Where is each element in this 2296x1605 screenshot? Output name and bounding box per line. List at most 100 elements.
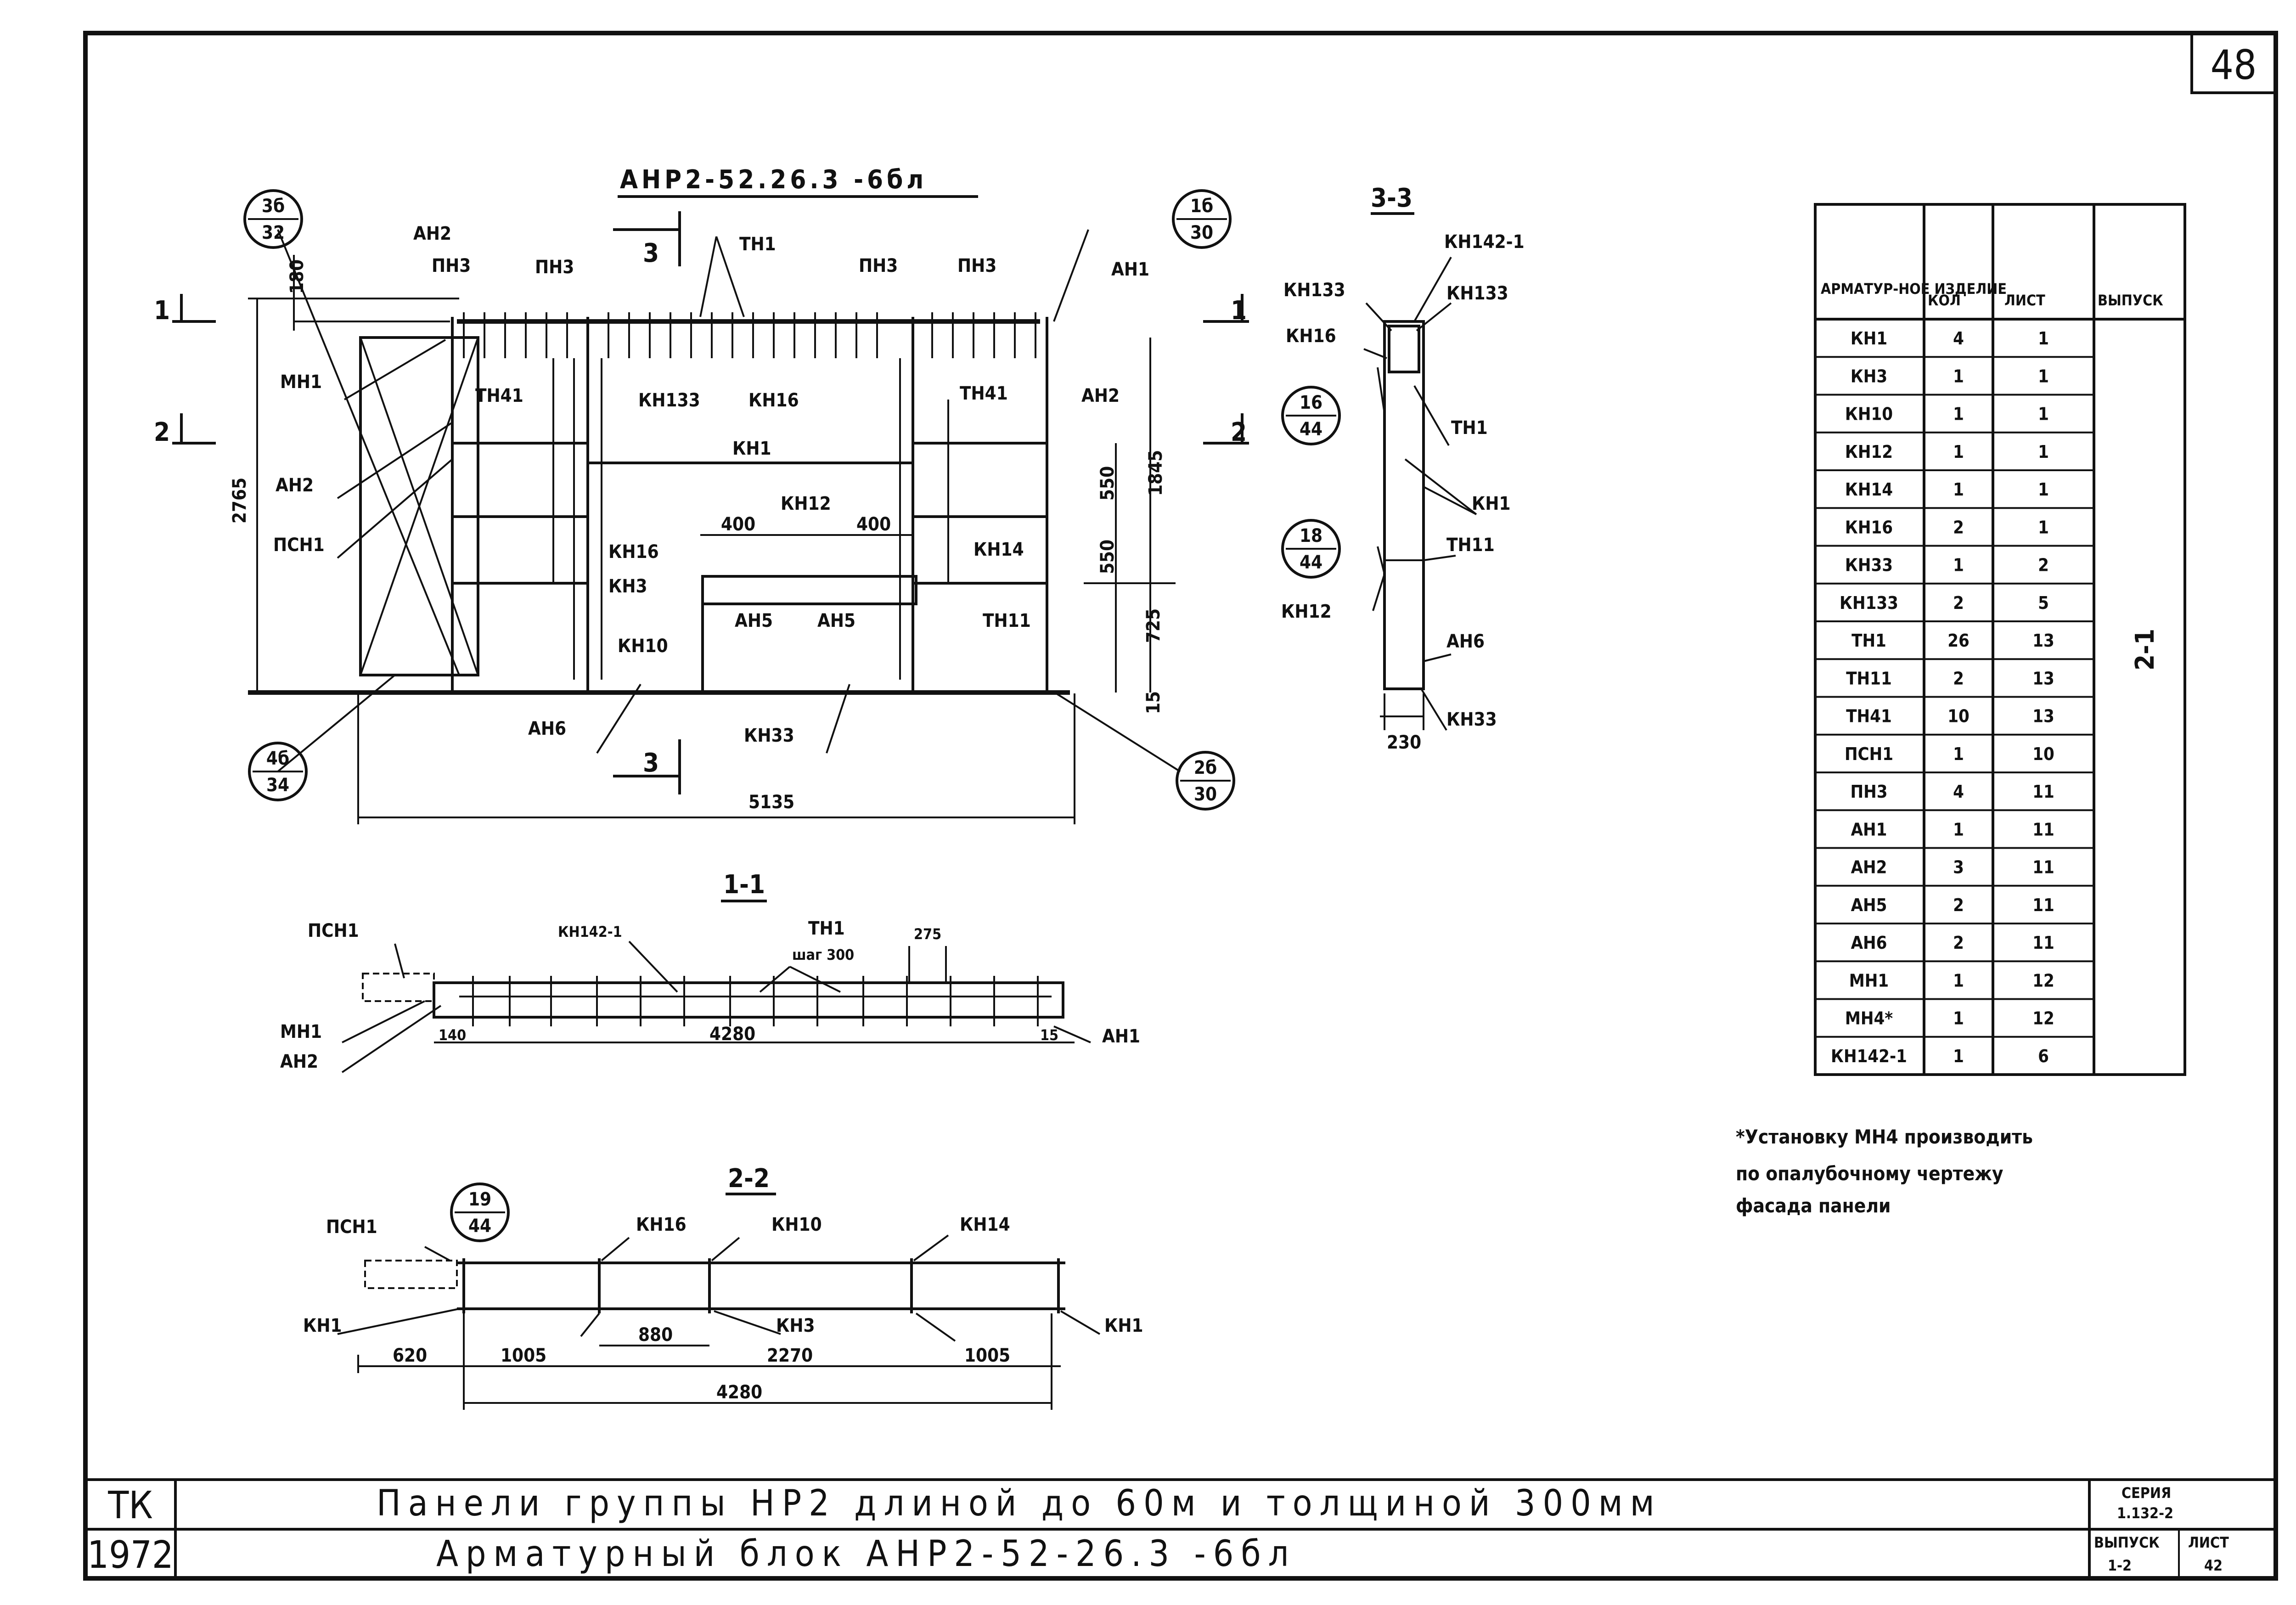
table-cell-product: ТН1 bbox=[1851, 631, 1886, 651]
organization-code: ТК bbox=[107, 1484, 152, 1527]
callout-top: 16 bbox=[1300, 392, 1322, 413]
dim-5135: 5135 bbox=[748, 792, 794, 813]
table-cell-qty: 1 bbox=[1953, 442, 1964, 462]
table-cell-qty: 1 bbox=[1953, 366, 1964, 386]
series-value: 1.132-2 bbox=[2117, 1504, 2173, 1522]
table-cell-list: 10 bbox=[2032, 744, 2054, 764]
label-ah6: АН6 bbox=[1446, 631, 1485, 652]
table-header-product: АРМАТУР-НОЕ ИЗДЕЛИЕ bbox=[1821, 280, 2007, 298]
label-kn16: КН16 bbox=[1286, 326, 1336, 347]
label-kn133: КН133 bbox=[1283, 280, 1345, 301]
label-ah2-top: АН2 bbox=[413, 223, 451, 244]
table-cell-qty: 1 bbox=[1953, 970, 1964, 991]
year: 1972 bbox=[87, 1533, 174, 1577]
table-cell-qty: 4 bbox=[1953, 782, 1964, 802]
label-kn142-1: КН142-1 bbox=[558, 923, 622, 940]
elevation-drawing bbox=[172, 211, 1249, 824]
label-ah2: АН2 bbox=[1081, 385, 1120, 406]
label-mn1: МН1 bbox=[280, 1021, 322, 1042]
dim-1005: 1005 bbox=[501, 1345, 546, 1366]
dim-880: 880 bbox=[638, 1324, 673, 1346]
label-kn16: КН16 bbox=[748, 390, 799, 411]
label-kn1: КН1 bbox=[1104, 1315, 1143, 1336]
dim-2765: 2765 bbox=[229, 478, 250, 524]
table-cell-product: ТН11 bbox=[1846, 668, 1892, 688]
dim-275: 275 bbox=[914, 925, 941, 943]
table-cell-qty: 1 bbox=[1953, 819, 1964, 839]
label-ah5: АН5 bbox=[735, 610, 773, 631]
table-cell-list: 11 bbox=[2032, 933, 2054, 953]
dim-15: 15 bbox=[1143, 691, 1164, 714]
label-kn10: КН10 bbox=[618, 636, 668, 657]
section-3-3-drawing bbox=[1281, 257, 1477, 731]
table-cell-product: КН142-1 bbox=[1831, 1046, 1907, 1066]
callout-top: 18 bbox=[1300, 525, 1322, 546]
callout-bottom: 30 bbox=[1194, 784, 1217, 805]
section-mark-2: 2 bbox=[154, 417, 170, 447]
label-pn3: ПН3 bbox=[957, 255, 996, 276]
table-cell-product: ТН41 bbox=[1846, 706, 1892, 726]
table-issue-value: 2-1 bbox=[2130, 629, 2160, 670]
table-cell-list: 1 bbox=[2038, 366, 2049, 386]
title-line-1: Панели группы НР2 длиной до 60м и толщин… bbox=[377, 1483, 1662, 1524]
label-kn133: КН133 bbox=[1446, 283, 1508, 304]
issue-value: 1-2 bbox=[2108, 1557, 2132, 1574]
label-psn1: ПСН1 bbox=[308, 920, 359, 941]
label-ah6: АН6 bbox=[528, 718, 566, 739]
table-cell-qty: 1 bbox=[1953, 555, 1964, 575]
label-kn12: КН12 bbox=[781, 493, 831, 514]
table-cell-product: КН3 bbox=[1851, 366, 1887, 386]
table-cell-product: МН4* bbox=[1845, 1008, 1893, 1029]
section-2-2-drawing bbox=[337, 1183, 1101, 1410]
table-cell-list: 1 bbox=[2038, 404, 2049, 424]
dim-725: 725 bbox=[1143, 608, 1164, 643]
section-2-2-title: 2-2 bbox=[728, 1164, 770, 1194]
table-cell-product: АН2 bbox=[1851, 857, 1887, 878]
issue-label: ВЫПУСК bbox=[2094, 1534, 2160, 1551]
table-header-list: ЛИСТ bbox=[2004, 292, 2045, 309]
callout-top: 3б bbox=[262, 196, 285, 217]
label-kn33: КН33 bbox=[1446, 709, 1497, 730]
label-th1: ТН1 bbox=[1451, 417, 1488, 439]
label-ah1: АН1 bbox=[1111, 259, 1149, 280]
label-th11: ТН11 bbox=[983, 610, 1031, 631]
table-cell-list: 6 bbox=[2038, 1046, 2049, 1066]
callout-bottom: 44 bbox=[468, 1216, 491, 1237]
table-cell-product: КН12 bbox=[1845, 442, 1893, 462]
dim-4280: 4280 bbox=[709, 1024, 755, 1045]
label-kn14: КН14 bbox=[974, 539, 1024, 560]
label-kn16: КН16 bbox=[636, 1214, 687, 1235]
sheet-number: 48 bbox=[2211, 41, 2257, 89]
table-cell-list: 12 bbox=[2032, 970, 2054, 991]
label-step: шаг 300 bbox=[792, 946, 854, 963]
table-cell-qty: 1 bbox=[1953, 404, 1964, 424]
label-kn10: КН10 bbox=[771, 1214, 822, 1235]
elevation-callouts bbox=[243, 189, 1235, 811]
table-cell-qty: 2 bbox=[1953, 668, 1964, 688]
label-kn16: КН16 bbox=[608, 541, 659, 563]
table-cell-list: 11 bbox=[2032, 782, 2054, 802]
section-mark-2: 2 bbox=[1231, 417, 1247, 447]
table-cell-product: АН6 bbox=[1851, 933, 1887, 953]
series-label: СЕРИЯ bbox=[2122, 1484, 2171, 1502]
section-3-3-title: 3-3 bbox=[1371, 183, 1412, 213]
table-cell-qty: 1 bbox=[1953, 479, 1964, 500]
table-header-qty: КОЛ bbox=[1928, 292, 1961, 309]
dim-180: 180 bbox=[287, 259, 308, 294]
label-kn3: КН3 bbox=[608, 576, 647, 597]
label-th1: ТН1 bbox=[739, 234, 776, 255]
dim-1005: 1005 bbox=[964, 1345, 1010, 1366]
label-kn133: КН133 bbox=[638, 390, 700, 411]
table-cell-product: КН14 bbox=[1845, 479, 1893, 500]
label-psn1: ПСН1 bbox=[326, 1216, 377, 1238]
dim-140: 140 bbox=[439, 1026, 466, 1044]
callout-bottom: 32 bbox=[262, 222, 285, 243]
table-cell-product: АН1 bbox=[1851, 819, 1887, 839]
table-cell-list: 1 bbox=[2038, 479, 2049, 500]
label-ah1: АН1 bbox=[1102, 1026, 1140, 1047]
label-th1: ТН1 bbox=[808, 918, 845, 939]
dim-230: 230 bbox=[1387, 732, 1421, 753]
label-pn3: ПН3 bbox=[535, 257, 574, 278]
list-label: ЛИСТ bbox=[2188, 1534, 2229, 1551]
